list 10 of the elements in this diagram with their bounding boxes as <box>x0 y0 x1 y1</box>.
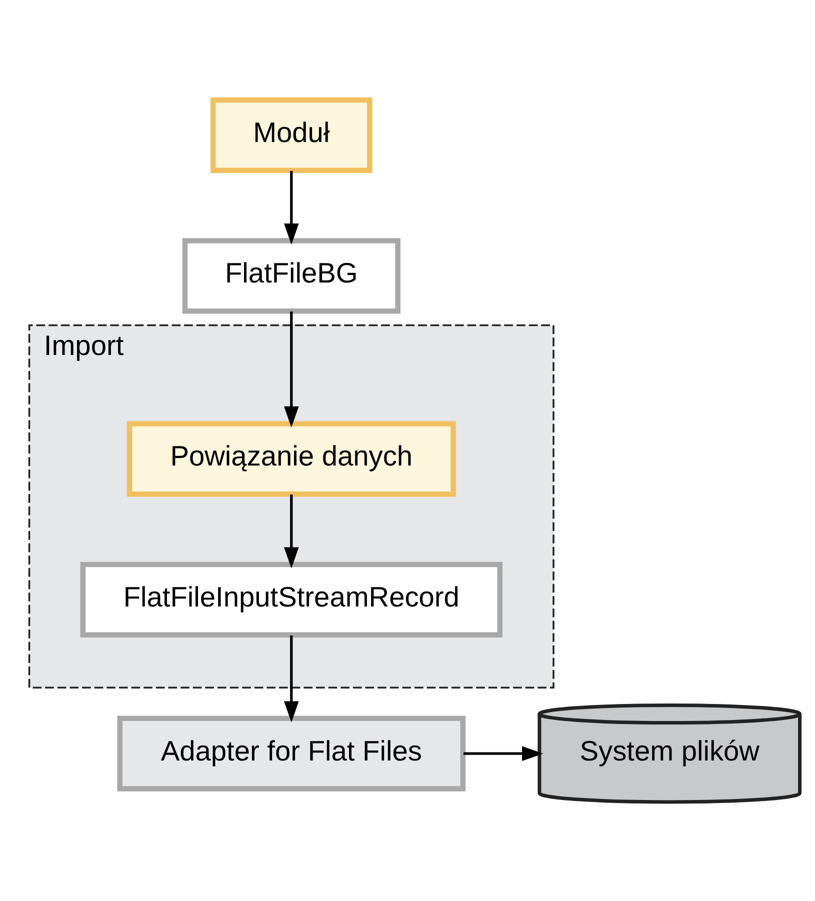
node-box: FlatFileBG <box>182 238 400 314</box>
arrow <box>284 310 299 428</box>
node-box: Adapter for Flat Files <box>117 715 466 791</box>
arrow <box>284 635 299 722</box>
arrow <box>284 494 299 568</box>
arrow <box>284 170 299 244</box>
node-box: Powiązanie danych <box>126 420 456 496</box>
node-box: Moduł <box>210 96 372 173</box>
node-box: FlatFileInputStreamRecord <box>80 561 502 637</box>
arrow <box>464 746 544 760</box>
